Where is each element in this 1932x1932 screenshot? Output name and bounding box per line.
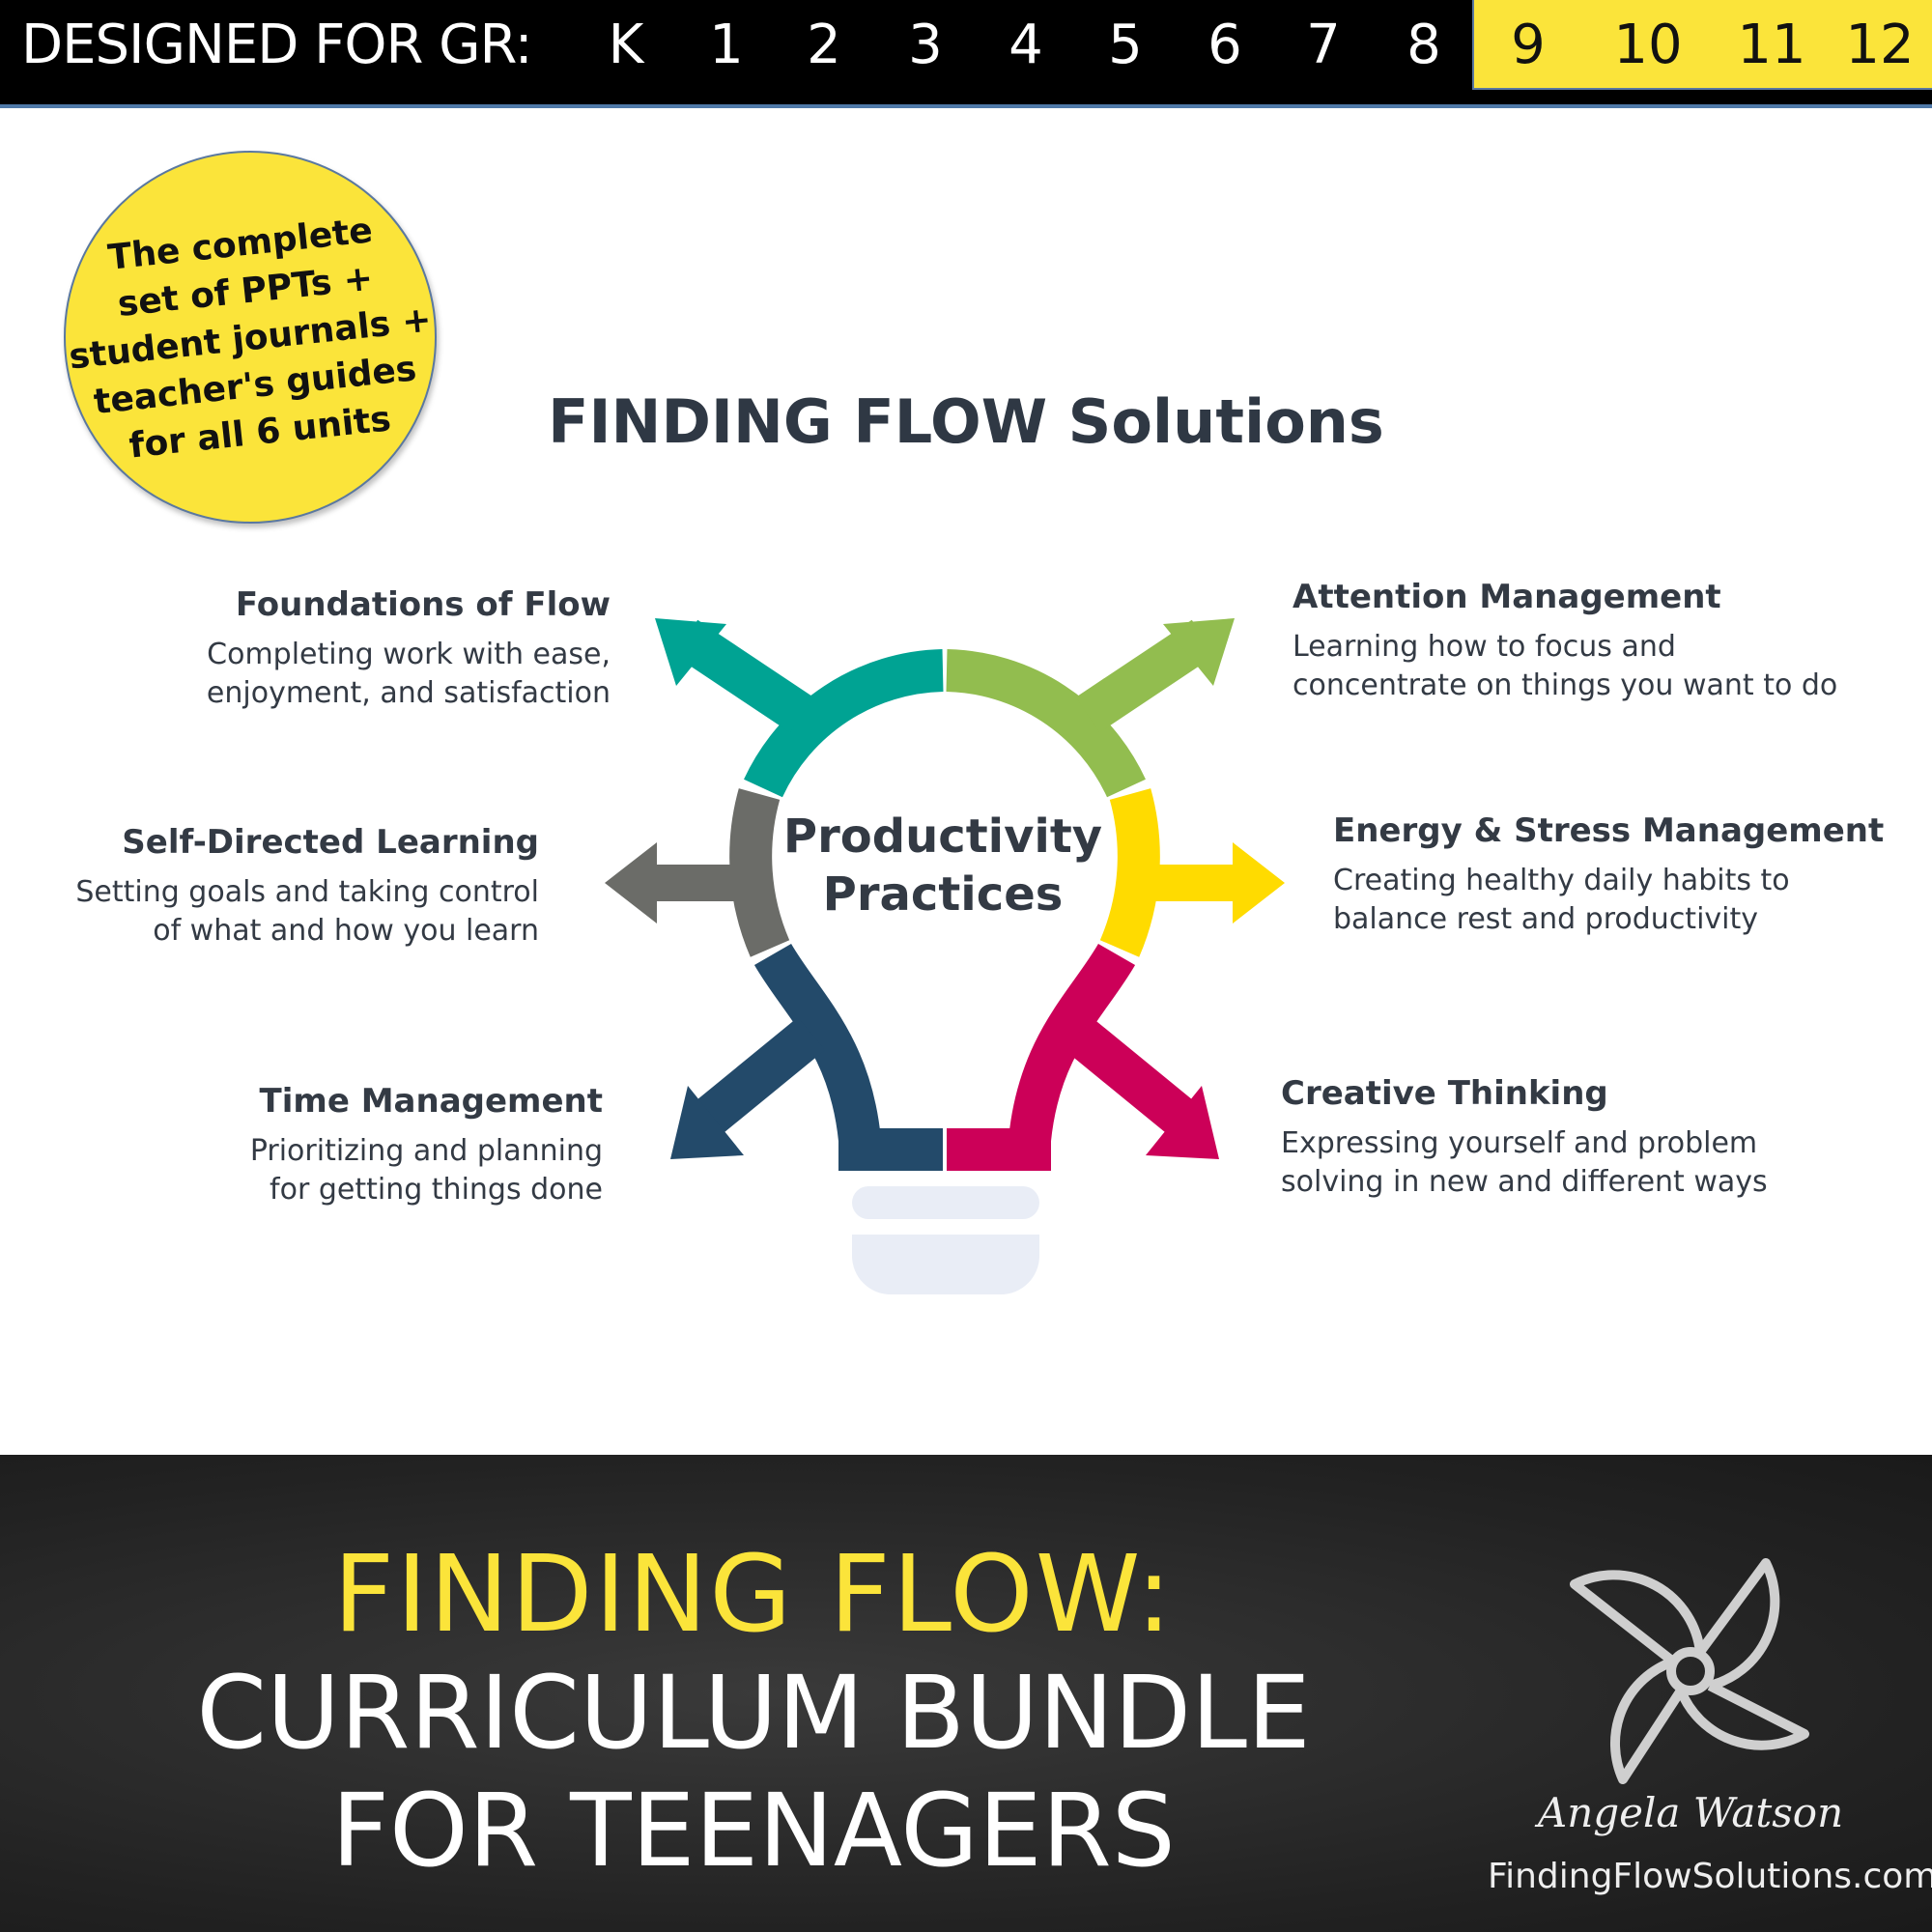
footer-subtitle: CURRICULUM BUNDLE FOR TEENAGERS (0, 1654, 1507, 1889)
author-signature: Angela Watson (1537, 1789, 1844, 1836)
diagram-title: FINDING FLOW Solutions (548, 386, 1384, 457)
item-desc: Setting goals and taking control (75, 875, 539, 909)
pinwheel-logo-icon (1570, 1558, 1809, 1784)
grade-8: 8 (1406, 14, 1441, 76)
grade-1: 1 (709, 14, 744, 76)
lightbulb-diagram (605, 618, 1285, 1294)
grade-7: 7 (1306, 14, 1341, 76)
item-creative-thinking: Creative Thinking Expressing yourself an… (1281, 1074, 1861, 1202)
footer-subtitle-line: FOR TEENAGERS (331, 1772, 1176, 1889)
grade-K: K (608, 14, 644, 76)
item-title: Time Management (259, 1082, 603, 1121)
website-link[interactable]: FindingFlowSolutions.com (1488, 1857, 1932, 1896)
item-title: Energy & Stress Management (1333, 811, 1885, 850)
footer-banner (0, 1455, 1932, 1932)
grade-highlight-box (1472, 0, 1932, 90)
item-desc: of what and how you learn (153, 914, 539, 948)
item-desc: balance rest and productivity (1333, 902, 1759, 936)
item-desc: solving in new and different ways (1281, 1165, 1768, 1199)
center-line: Productivity (782, 810, 1103, 864)
footer-subtitle-line: CURRICULUM BUNDLE (196, 1654, 1311, 1772)
center-label: Productivity Practices (750, 808, 1136, 923)
item-title: Self-Directed Learning (122, 823, 539, 862)
item-title: Foundations of Flow (235, 585, 611, 624)
grade-9: 9 (1511, 14, 1546, 76)
item-energy-stress-management: Energy & Stress Management Creating heal… (1333, 811, 1913, 939)
footer-title: FINDING FLOW: (332, 1532, 1175, 1656)
item-desc: Expressing yourself and problem (1281, 1126, 1758, 1160)
grade-6: 6 (1208, 14, 1242, 76)
grade-4: 4 (1009, 14, 1043, 76)
item-title: Attention Management (1293, 578, 1721, 616)
item-desc: Prioritizing and planning (249, 1134, 603, 1168)
grade-12: 12 (1845, 14, 1915, 76)
item-desc: concentrate on things you want to do (1293, 668, 1838, 702)
item-desc: enjoyment, and satisfaction (206, 676, 611, 710)
grade-label: DESIGNED FOR GR: (21, 14, 533, 76)
item-desc: for getting things done (270, 1173, 603, 1207)
item-desc: Completing work with ease, (207, 638, 611, 671)
item-time-management: Time Management Prioritizing and plannin… (145, 1082, 603, 1209)
grade-10: 10 (1613, 14, 1683, 76)
grade-11: 11 (1737, 14, 1806, 76)
bundle-badge: The complete set of PPTs + student journ… (64, 151, 437, 524)
item-foundations-of-flow: Foundations of Flow Completing work with… (145, 585, 611, 713)
item-desc: Creating healthy daily habits to (1333, 864, 1790, 897)
grade-5: 5 (1108, 14, 1143, 76)
item-attention-management: Attention Management Learning how to foc… (1293, 578, 1911, 705)
item-desc: Learning how to focus and (1293, 630, 1676, 664)
item-title: Creative Thinking (1281, 1074, 1608, 1113)
grade-3: 3 (908, 14, 943, 76)
grade-2: 2 (807, 14, 841, 76)
item-self-directed-learning: Self-Directed Learning Setting goals and… (39, 823, 539, 951)
center-line: Practices (822, 867, 1064, 922)
